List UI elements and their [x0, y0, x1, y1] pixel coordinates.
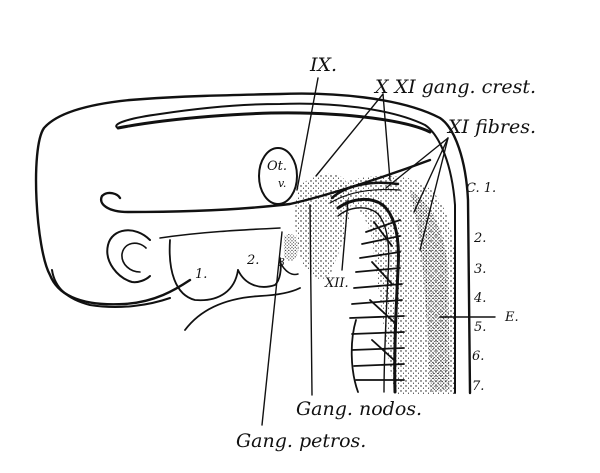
arch-2: [237, 257, 282, 288]
optic-inner: [121, 242, 147, 273]
label-gang-nodos: Gang. nodos.: [296, 398, 423, 420]
label-xii: XII.: [325, 276, 349, 291]
head-lower: [51, 269, 171, 309]
label-seg3: 3.: [474, 262, 487, 277]
label-arch3: 3: [278, 256, 285, 269]
label-seg5: 5.: [474, 320, 487, 335]
arch-1: [168, 239, 239, 302]
label-v: v.: [278, 177, 287, 190]
label-xi-fibres: XI fibres.: [448, 116, 537, 138]
pharynx-curve: [184, 287, 301, 331]
rootlet-fibres: [349, 219, 405, 381]
otic-vesicle: [258, 147, 298, 205]
body-outline: [34, 92, 472, 395]
label-arch2: 2.: [247, 253, 260, 268]
label-seg2: 2.: [474, 231, 487, 246]
crest-top2: [329, 188, 401, 204]
label-x-xi-gang-crest: X XI gang. crest.: [375, 76, 536, 98]
label-seg7: 7.: [472, 379, 485, 394]
label-c1: C. 1.: [466, 181, 497, 196]
label-seg4: 4.: [474, 291, 487, 306]
xi-nerve-inner: [337, 207, 390, 393]
label-ot: Ot.: [267, 159, 288, 174]
label-seg6: 6.: [472, 349, 485, 364]
arch-3: [279, 261, 299, 276]
pointer-lines: [261, 93, 496, 426]
label-arch1: 1.: [195, 267, 208, 282]
arch-outline-top: [159, 227, 281, 239]
cord-anterior: [350, 319, 359, 393]
crest-dense: [410, 190, 450, 392]
optic-cup: [106, 229, 151, 284]
ix-pointer: [296, 77, 319, 191]
dorsal-wall: [116, 111, 432, 134]
label-gang-petros: Gang. petros.: [236, 430, 367, 452]
label-e: E.: [505, 310, 519, 325]
label-ix: IX.: [310, 54, 338, 76]
inner-outline: [115, 102, 456, 394]
xi-nerve-trunk: [336, 198, 400, 394]
crest-top: [330, 181, 400, 200]
gang-petros-mass: [284, 233, 299, 261]
